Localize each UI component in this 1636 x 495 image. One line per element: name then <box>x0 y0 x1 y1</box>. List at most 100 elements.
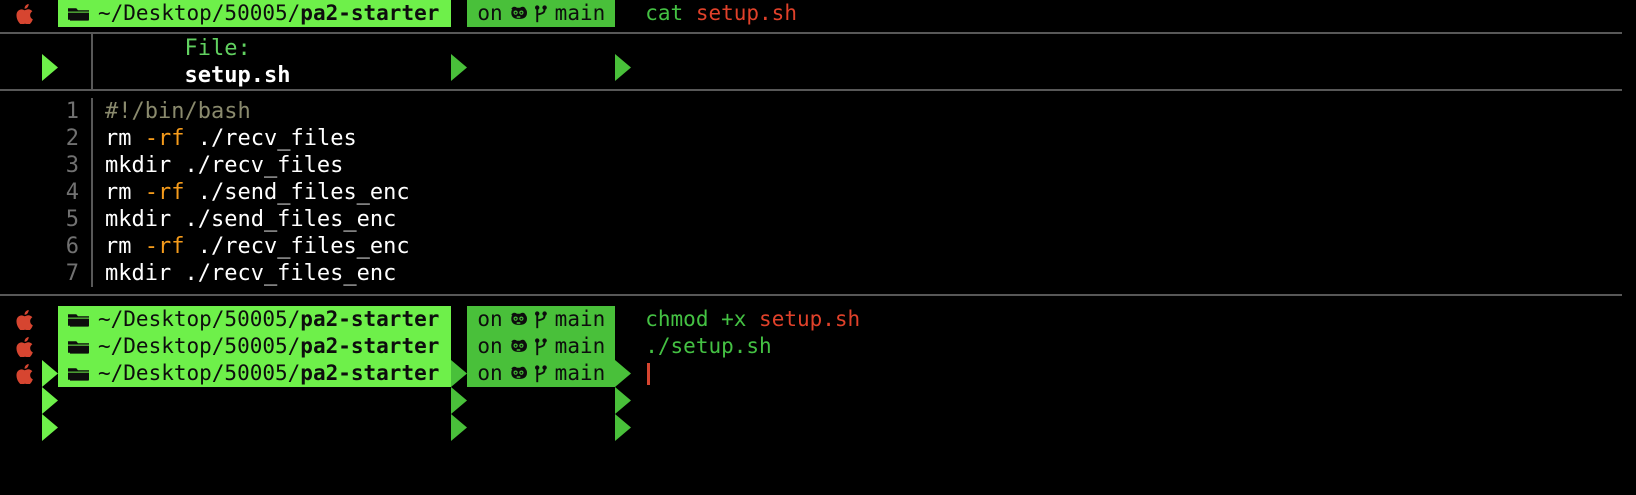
prompt-path-segment: ~/Desktop/50005/pa2-starter <box>58 333 452 360</box>
prompt-git-on: on <box>477 1 503 25</box>
command-arg: setup.sh <box>759 307 861 331</box>
code-line: 3 mkdir ./recv_files <box>0 152 1636 179</box>
bat-header-text: File: setup.sh <box>105 8 290 116</box>
line-number: 3 <box>65 153 79 178</box>
prompt-path-segment: ~/Desktop/50005/pa2-starter <box>58 360 452 387</box>
command-name: cat <box>645 1 696 25</box>
code-text: rm -rf ./recv_files_enc <box>105 233 410 260</box>
command-name: chmod +x <box>645 307 760 331</box>
code-flag: -rf <box>144 126 185 151</box>
line-number: 4 <box>65 180 79 205</box>
code-rest: ./recv_files <box>184 126 357 151</box>
prompt-git-branch: main <box>554 307 606 331</box>
prompt-git-segment: on main <box>467 306 616 333</box>
code-text: rm -rf ./send_files_enc <box>105 179 410 206</box>
prompt-line-chmod: ~/Desktop/50005/pa2-starter on main chmo… <box>0 306 1636 387</box>
command-line-cat[interactable]: cat setup.sh <box>631 0 797 27</box>
code-text: mkdir ./send_files_enc <box>105 206 396 233</box>
code-rest: ./send_files_enc <box>184 180 410 205</box>
git-branch-icon <box>534 364 548 383</box>
apple-logo-icon <box>0 333 42 360</box>
github-octocat-icon <box>509 6 528 22</box>
line-number: 5 <box>65 207 79 232</box>
bat-gutter-divider <box>79 125 105 152</box>
git-branch-icon <box>534 310 548 329</box>
prompt-line-cat: ~/Desktop/50005/pa2-starter on main cat … <box>0 0 1636 81</box>
bat-gutter-divider <box>79 206 105 233</box>
powerline-sep-git <box>615 306 632 387</box>
prompt-path-segment: ~/Desktop/50005/pa2-starter <box>58 306 452 333</box>
command-line-chmod[interactable]: chmod +x setup.sh <box>631 306 861 333</box>
bat-file-viewer: File: setup.sh 1 #!/bin/bash 2 rm -rf ./… <box>0 32 1636 296</box>
prompt-path-segment: ~/Desktop/50005/pa2-starter <box>58 0 452 27</box>
github-octocat-icon <box>509 312 528 328</box>
prompt-git-on: on <box>477 334 503 358</box>
code-line: 2 rm -rf ./recv_files <box>0 125 1636 152</box>
code-rest: ./recv_files_enc <box>184 234 410 259</box>
code-text: mkdir ./recv_files <box>105 152 343 179</box>
prompt-path-prefix: ~/Desktop/50005/ <box>98 1 301 25</box>
folder-icon <box>68 6 89 22</box>
bat-gutter-divider <box>79 233 105 260</box>
prompt-git-on: on <box>477 361 503 385</box>
code-comment: #!/bin/bash <box>105 99 251 124</box>
code-line: 1 #!/bin/bash <box>0 98 1636 125</box>
powerline-sep-apple <box>42 306 58 387</box>
powerline-sep-git <box>615 333 632 414</box>
text-cursor <box>647 362 651 385</box>
bottom-prompt-block: ~/Desktop/50005/pa2-starter on main chmo… <box>0 306 1636 441</box>
command-input-active[interactable] <box>631 360 651 387</box>
bat-gutter-divider <box>79 179 105 206</box>
code-text: mkdir ./recv_files_enc <box>105 260 396 287</box>
bat-gutter-divider <box>79 152 105 179</box>
powerline-sep-path <box>451 306 468 387</box>
code-text: #!/bin/bash <box>105 98 251 125</box>
code-command: rm <box>105 126 145 151</box>
bat-rule-top <box>0 32 1622 34</box>
folder-icon <box>68 339 89 355</box>
prompt-git-segment: on main <box>467 360 616 387</box>
code-line: 6 rm -rf ./recv_files_enc <box>0 233 1636 260</box>
prompt-git-branch: main <box>554 334 606 358</box>
prompt-path-prefix: ~/Desktop/50005/ <box>98 307 301 331</box>
powerline-sep-apple <box>42 0 58 81</box>
powerline-sep-path <box>451 360 468 441</box>
command-line-run[interactable]: ./setup.sh <box>631 333 772 360</box>
powerline-sep-git <box>615 0 632 81</box>
bat-header-filename: setup.sh <box>184 62 291 88</box>
code-command: mkdir ./recv_files_enc <box>105 261 397 286</box>
bat-gutter-divider <box>79 260 105 287</box>
code-command: mkdir ./send_files_enc <box>105 207 397 232</box>
powerline-sep-git <box>615 360 632 441</box>
code-line: 4 rm -rf ./send_files_enc <box>0 179 1636 206</box>
powerline-sep-path <box>451 333 468 414</box>
apple-logo-icon <box>0 360 42 387</box>
git-branch-icon <box>534 4 548 23</box>
code-flag: -rf <box>144 234 185 259</box>
line-number: 6 <box>65 234 79 259</box>
line-number: 2 <box>65 126 79 151</box>
folder-icon <box>68 366 89 382</box>
bat-gutter-divider <box>79 34 105 89</box>
code-command: mkdir ./recv_files <box>105 153 344 178</box>
prompt-git-branch: main <box>554 1 606 25</box>
prompt-path-prefix: ~/Desktop/50005/ <box>98 334 301 358</box>
powerline-sep-path <box>451 0 468 81</box>
github-octocat-icon <box>509 366 528 382</box>
prompt-line-active: ~/Desktop/50005/pa2-starter on main <box>0 360 1636 441</box>
command-arg: setup.sh <box>695 1 797 25</box>
prompt-path-dir: pa2-starter <box>300 361 440 385</box>
bat-code-body: 1 #!/bin/bash 2 rm -rf ./recv_files 3 mk… <box>0 91 1636 294</box>
bat-header-row: File: setup.sh <box>0 34 1636 89</box>
bat-rule-mid <box>0 89 1622 91</box>
apple-logo-icon <box>0 306 42 333</box>
apple-logo-icon <box>0 0 42 27</box>
code-command: rm <box>105 234 145 259</box>
line-number: 1 <box>65 99 79 124</box>
prompt-git-on: on <box>477 307 503 331</box>
powerline-sep-apple <box>42 333 58 414</box>
line-number: 7 <box>65 261 79 286</box>
code-flag: -rf <box>144 180 185 205</box>
code-line: 7 mkdir ./recv_files_enc <box>0 260 1636 287</box>
bat-header-label: File: <box>184 35 251 61</box>
